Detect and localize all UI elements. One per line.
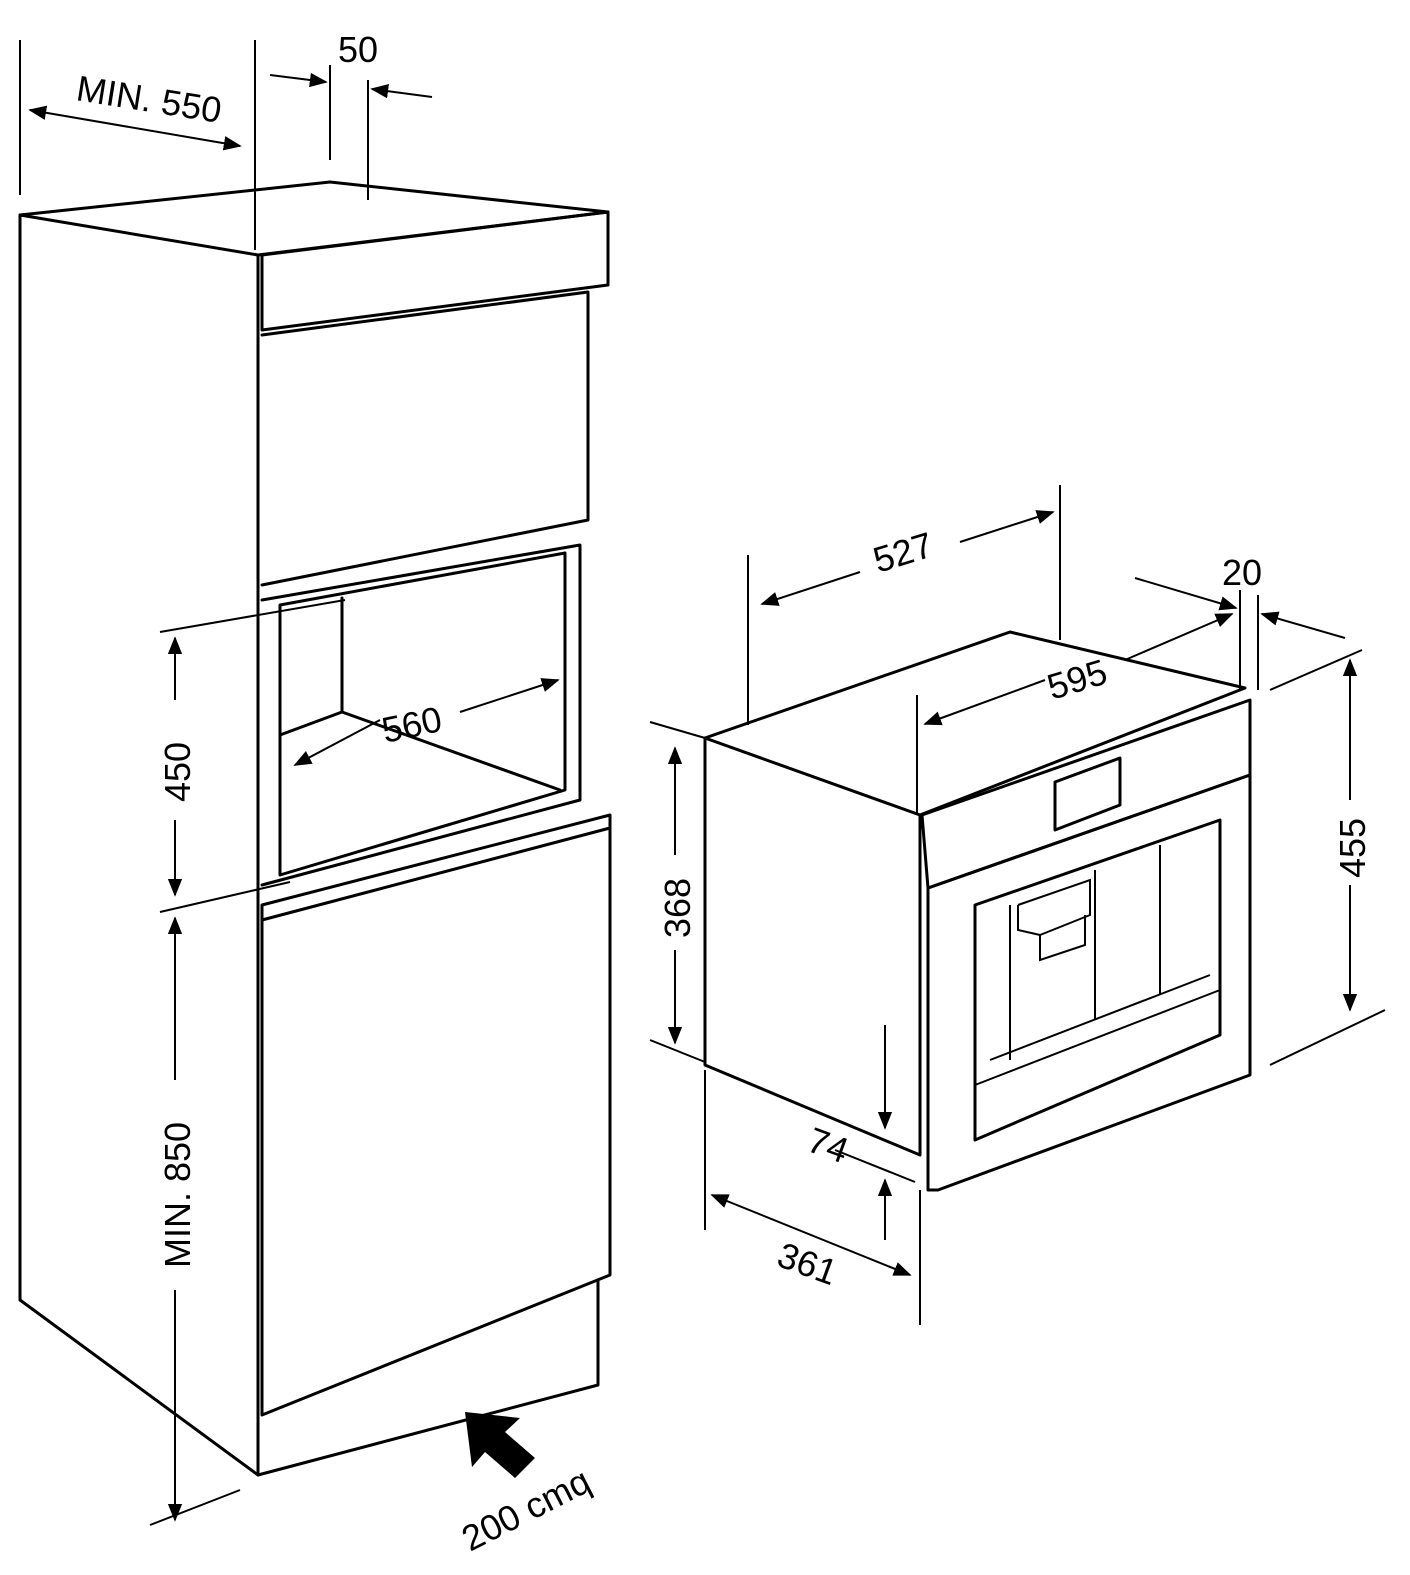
drip-tray [974,974,1221,1086]
label-niche-width: 560 [378,698,445,751]
ventilation-arrow-icon [465,1412,535,1478]
label-min-height: MIN. 850 [157,1122,198,1268]
spout [1017,878,1091,962]
appliance-top [703,630,1247,817]
niche-frame [260,543,582,887]
top-panel [260,210,610,332]
cabinet-top-surface [18,180,610,257]
front-frame [926,773,1252,1192]
appliance [703,630,1252,1192]
appliance-side [703,736,922,1157]
label-body-depth: 527 [868,524,937,581]
label-width: 595 [1042,651,1111,708]
inner-column [1009,845,1161,1060]
label-ventilation: 200 cmq [455,1460,597,1559]
niche-opening [278,551,567,877]
plinth [256,1278,600,1477]
label-gap: 50 [338,29,378,70]
cabinet-side-panel [18,213,260,1477]
display [1053,756,1122,832]
label-body-height: 368 [657,878,698,938]
lower-door [260,813,612,1417]
label-niche-height: 450 [157,742,198,802]
lower-door-edge [260,826,612,922]
label-bottom-offset: 74 [802,1119,854,1171]
column-dimensions: MIN. 550 50 450 560 MIN. 850 200 cmq [19,29,597,1559]
niche-back [278,596,562,792]
dispensing-area [973,818,1222,1142]
upper-door [260,290,590,587]
label-front-thickness: 20 [1222,552,1262,593]
label-height: 455 [1332,818,1373,878]
column-cabinet [18,180,612,1477]
